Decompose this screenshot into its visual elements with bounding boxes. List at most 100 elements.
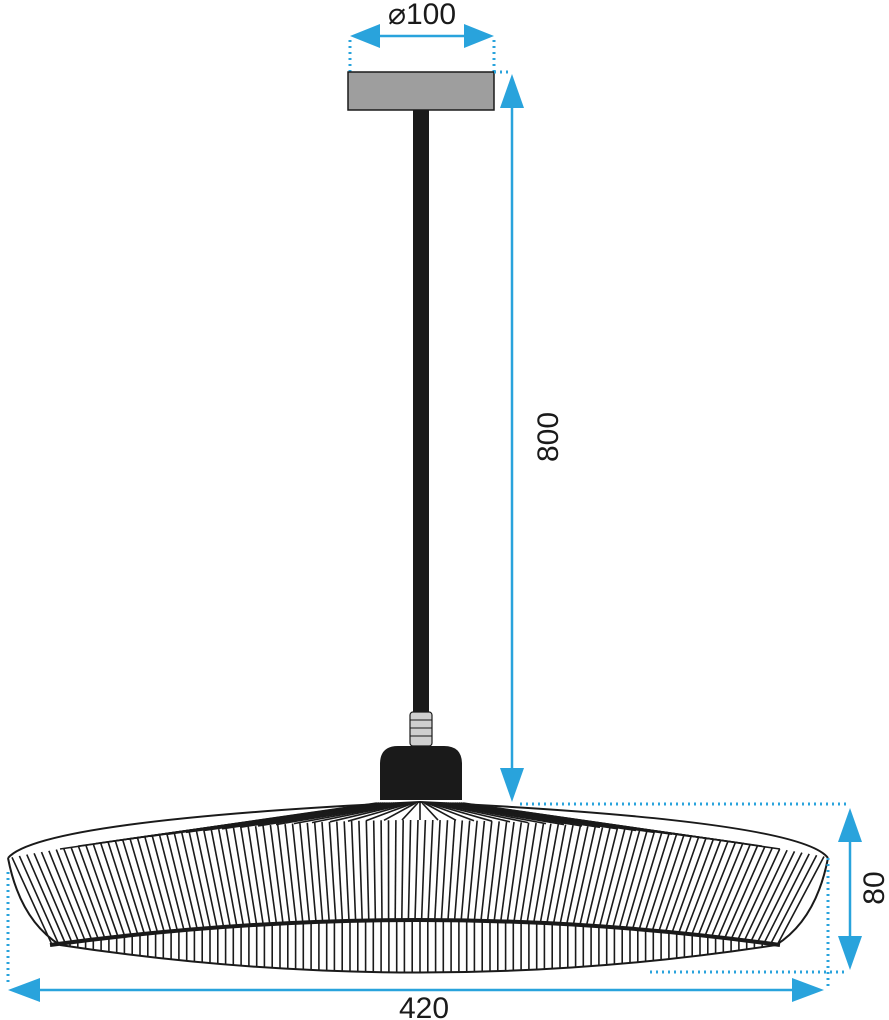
shade-height-dimension: 80 <box>520 802 889 974</box>
shade-rib <box>48 850 86 941</box>
arrow-down-icon <box>500 768 524 802</box>
shade-rib <box>173 833 198 930</box>
canopy-diameter-dimension: ⌀100 <box>348 0 496 72</box>
shade-rib <box>85 844 119 937</box>
shade-top-rib <box>401 802 419 821</box>
shade-rib <box>420 819 427 921</box>
shade-rib <box>447 820 456 921</box>
shade-top-rib <box>463 802 781 850</box>
shade-rib <box>513 822 530 922</box>
shade-top-rib <box>426 802 475 822</box>
shade-top-rib <box>421 802 439 821</box>
shade-height-label: 80 <box>858 871 889 904</box>
shade-rib <box>33 852 73 943</box>
pendant-cord <box>413 110 429 716</box>
shade-rib <box>254 825 271 925</box>
shade-rib <box>519 822 537 922</box>
shade-rib <box>129 838 159 933</box>
shade-width-label: 420 <box>399 992 449 1020</box>
shade-rib <box>539 824 560 923</box>
shade-rib <box>711 844 751 936</box>
shade-rib <box>380 820 383 921</box>
cord-grip <box>409 711 433 747</box>
shade-top-rib <box>329 802 410 823</box>
shade-rib <box>434 820 441 921</box>
shade-rib <box>107 841 139 935</box>
shade-rib <box>533 823 552 923</box>
shade-rib <box>232 827 251 926</box>
shade-rib <box>40 851 80 942</box>
shade-rib <box>579 827 604 925</box>
shade-rib <box>704 842 744 936</box>
shade-rib <box>744 849 788 940</box>
shade-rib <box>26 854 66 944</box>
shade-rib <box>181 832 205 929</box>
shade-rib <box>11 856 53 946</box>
shade-rib <box>632 832 663 929</box>
shade-rib <box>757 852 803 942</box>
shade-rib <box>526 823 545 923</box>
shade-rib <box>737 848 781 939</box>
shade-rib <box>473 820 486 921</box>
shade-top-rib <box>430 802 511 823</box>
shade-rib <box>136 837 165 933</box>
shade-rib <box>328 821 337 922</box>
shade-rib <box>62 848 99 940</box>
shade-top-rib <box>428 802 493 822</box>
shade-rib <box>671 838 707 932</box>
shade-rib <box>210 829 231 927</box>
shade-top-rib <box>347 802 412 822</box>
shade-rib <box>717 845 759 937</box>
arrow-right-icon <box>464 24 494 48</box>
shade-rib <box>350 820 357 921</box>
arrow-up-icon <box>838 808 862 842</box>
shade-rib <box>203 830 225 928</box>
shade-rib <box>605 829 633 927</box>
shade-rib <box>195 831 218 928</box>
shade-rib <box>401 820 404 921</box>
shade-rib <box>372 820 377 921</box>
shade-rib <box>55 849 93 940</box>
shade-top-rib <box>423 802 457 822</box>
shade-rib <box>724 846 766 938</box>
shade-rib <box>158 835 185 931</box>
shade-rib <box>625 832 655 929</box>
shade-rib <box>358 820 363 921</box>
shade-rib <box>18 855 60 945</box>
shade-rib <box>460 820 471 921</box>
shade-rib <box>638 833 670 930</box>
shade-rib <box>618 831 648 928</box>
shade-rib <box>506 822 523 922</box>
shade-rib <box>217 828 238 927</box>
shade-rib <box>658 836 692 931</box>
shade-rib <box>731 847 774 939</box>
shade-rib <box>336 821 344 922</box>
shade-rib <box>480 821 493 921</box>
shade-rib <box>284 824 297 923</box>
shade-rib <box>440 820 449 921</box>
shade-rib <box>750 851 796 941</box>
shade-rib <box>394 820 397 921</box>
shade-rib <box>99 842 132 936</box>
shade-rib <box>121 839 152 934</box>
shade-rib <box>77 845 113 938</box>
shade-rib <box>764 853 810 943</box>
shade-rib <box>427 819 434 921</box>
shade-width-dimension: 420 <box>6 872 830 1020</box>
shade-rib <box>698 842 737 935</box>
shade-rib <box>269 824 284 924</box>
shade-rib <box>343 821 350 921</box>
shade-rib <box>592 828 619 926</box>
canopy-diameter-label: ⌀100 <box>388 0 456 31</box>
shade-rib <box>500 821 515 922</box>
shade-rib <box>144 836 172 932</box>
cord-length-label: 800 <box>532 412 565 462</box>
shade-rib <box>566 826 589 925</box>
shade-rib <box>585 827 611 926</box>
lamp-shade <box>7 800 829 974</box>
shade-top-rib <box>365 802 414 822</box>
shade-rib <box>651 835 685 931</box>
shade-rib <box>247 826 264 925</box>
shade-rib <box>114 840 146 935</box>
shade-rib <box>92 843 126 937</box>
